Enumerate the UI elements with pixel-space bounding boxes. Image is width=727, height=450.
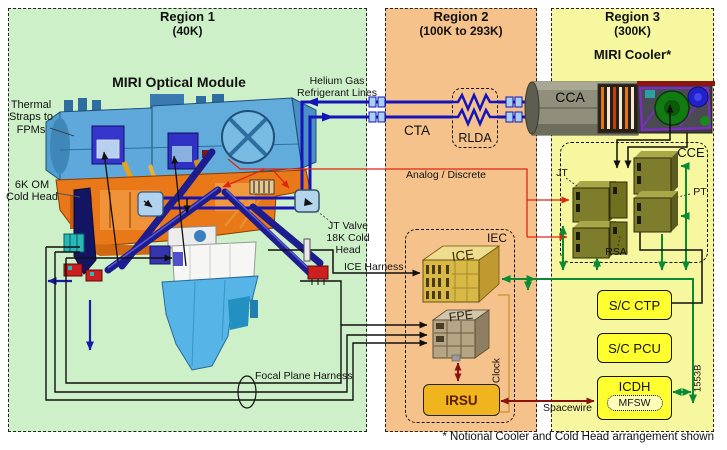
ice-harness-label: ICE Harness <box>344 261 404 273</box>
miri-optical-module-title: MIRI Optical Module <box>112 74 246 90</box>
helium-lines-label: Helium Gas Refrigerant Lines <box>297 75 377 99</box>
region-3-title: Region 3 <box>605 9 660 24</box>
cca-label: CCA <box>555 89 585 105</box>
pt-label: PT <box>693 186 707 198</box>
sc-pcu-label: S/C PCU <box>608 340 661 356</box>
jt-valve-label: JT Valve 18K Cold Head <box>326 220 370 256</box>
rsa-label: RSA <box>605 246 627 258</box>
jt-label: JT <box>556 167 568 179</box>
icdh-label: ICDH <box>618 379 651 394</box>
sc-ctp-box: S/C CTP <box>597 290 672 320</box>
region-2-temp: (100K to 293K) <box>419 24 503 38</box>
cce-label: CCE <box>677 145 705 160</box>
sc-ctp-label: S/C CTP <box>608 297 661 313</box>
region-1-title: Region 1 <box>160 9 215 24</box>
footer-note: * Notional Cooler and Cold Head arrangem… <box>442 431 714 443</box>
spacewire-label: Spacewire <box>543 402 593 414</box>
region-2-title: Region 2 <box>433 9 489 24</box>
thermal-straps-label: Thermal Straps to FPMs <box>8 99 54 136</box>
mfsw-box: MFSW <box>606 395 663 411</box>
mfsw-label: MFSW <box>618 397 651 409</box>
clock-label: Clock <box>491 358 503 384</box>
irsu-label: IRSU <box>445 392 478 408</box>
analog-discrete-label: Analog / Discrete <box>406 169 486 181</box>
icdh-box: ICDH MFSW <box>597 376 672 420</box>
region-3-temp: (300K) <box>614 24 651 38</box>
cold-head-6k-label: 6K OM Cold Head <box>6 179 58 204</box>
irsu-box: IRSU <box>423 384 500 416</box>
region-1-panel <box>8 8 367 432</box>
iec-label: IEC <box>486 231 507 245</box>
focal-plane-harness-label: Focal Plane Harness <box>255 370 353 382</box>
sc-pcu-box: S/C PCU <box>597 333 672 363</box>
bus-1553-label: 1553B <box>692 364 704 393</box>
rlda-label: RLDA <box>458 131 492 145</box>
cta-label: CTA <box>404 123 430 138</box>
miri-cooler-title: MIRI Cooler* <box>593 47 672 62</box>
region-1-temp: (40K) <box>172 24 203 38</box>
